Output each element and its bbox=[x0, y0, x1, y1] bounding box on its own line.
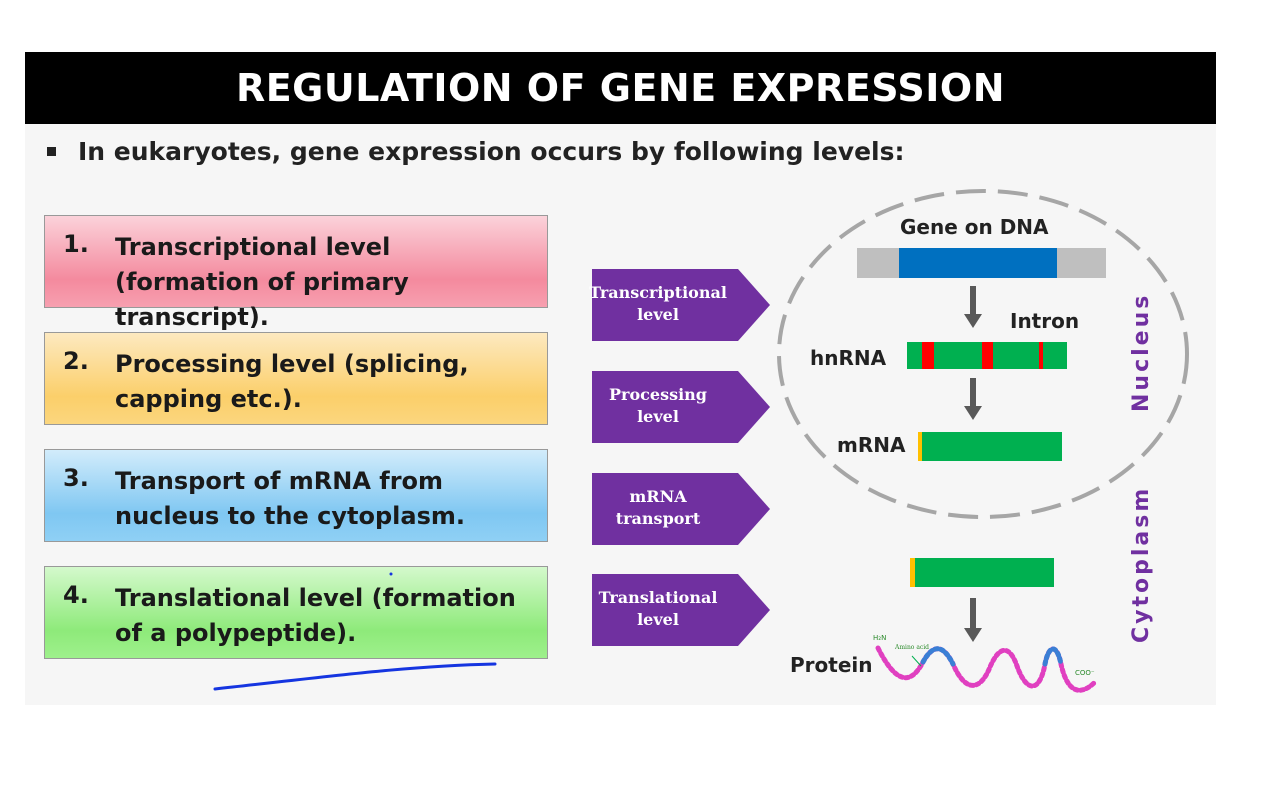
nucleus-membrane bbox=[777, 189, 1189, 519]
protein-label: Protein bbox=[790, 653, 873, 677]
pen-annotation bbox=[213, 662, 497, 691]
nucleus-label: Nucleus bbox=[1129, 292, 1154, 412]
cyto-mrna-cap bbox=[910, 558, 915, 587]
amino-acid-label: Amino acid bbox=[895, 644, 930, 651]
arrow-processing: Processing level bbox=[592, 371, 772, 443]
arrow-label: Transcriptional level bbox=[589, 283, 727, 324]
intron-3 bbox=[1039, 342, 1043, 369]
mrna-label: mRNA bbox=[837, 433, 906, 457]
intron-1 bbox=[922, 342, 934, 369]
gene-label: Gene on DNA bbox=[900, 215, 1049, 239]
level-text: Transport of mRNA from nucleus to the cy… bbox=[115, 467, 465, 530]
level-text: Translational level (formation of a poly… bbox=[115, 584, 516, 647]
arrow-label: Translational level bbox=[598, 588, 718, 629]
level-number: 1. bbox=[63, 230, 89, 258]
slide: REGULATION OF GENE EXPRESSION In eukaryo… bbox=[25, 52, 1216, 705]
c-terminus-label: COO⁻ bbox=[1075, 669, 1095, 677]
intron-2 bbox=[982, 342, 993, 369]
gene-expression-diagram bbox=[213, 189, 1189, 693]
hnrna-label: hnRNA bbox=[810, 346, 887, 370]
level-text: Processing level (splicing, capping etc.… bbox=[115, 350, 469, 413]
intro-line: In eukaryotes, gene expression occurs by… bbox=[47, 137, 905, 166]
mrna-cap bbox=[918, 432, 922, 461]
arrow-label: Processing level bbox=[609, 385, 707, 426]
level-box-2: 2. Processing level (splicing, capping e… bbox=[44, 332, 548, 425]
protein-chain bbox=[875, 645, 1098, 693]
level-number: 2. bbox=[63, 347, 89, 375]
arrow-shape-icon bbox=[592, 371, 770, 443]
arrow-transcriptional: Transcriptional level bbox=[589, 269, 772, 341]
down-arrow-icon bbox=[970, 286, 976, 316]
level-box-1: 1. Transcriptional level (formation of p… bbox=[44, 215, 548, 331]
level-box-4: 4. Translational level (formation of a p… bbox=[44, 566, 548, 659]
arrow-label: mRNA transport bbox=[615, 487, 701, 528]
arrow-mrna-transport: mRNA transport bbox=[592, 473, 772, 545]
dna-flank-right bbox=[1057, 248, 1106, 278]
arrow-shape-icon bbox=[592, 473, 770, 545]
cyto-mrna-strand bbox=[915, 558, 1054, 587]
arrow-shape-icon bbox=[592, 574, 770, 646]
down-arrow-icon bbox=[970, 598, 976, 630]
dna-flank-left bbox=[857, 248, 899, 278]
gene-segment bbox=[899, 248, 1057, 278]
level-box-3: 3. Transport of mRNA from nucleus to the… bbox=[44, 449, 548, 542]
arrow-translational: Translational level bbox=[592, 574, 772, 646]
level-text: Transcriptional level (formation of prim… bbox=[115, 233, 409, 331]
slide-title: REGULATION OF GENE EXPRESSION bbox=[25, 52, 1216, 124]
mrna-strand bbox=[922, 432, 1062, 461]
intron-label: Intron bbox=[1010, 309, 1080, 333]
level-number: 3. bbox=[63, 464, 89, 492]
bullet-icon bbox=[47, 147, 56, 156]
level-number: 4. bbox=[63, 581, 89, 609]
arrow-shape-icon bbox=[592, 269, 770, 341]
intro-text: In eukaryotes, gene expression occurs by… bbox=[78, 137, 905, 166]
cytoplasm-label: Cytoplasm bbox=[1129, 485, 1154, 643]
n-terminus-label: H₂N bbox=[873, 634, 887, 642]
down-arrow-icon bbox=[970, 378, 976, 408]
